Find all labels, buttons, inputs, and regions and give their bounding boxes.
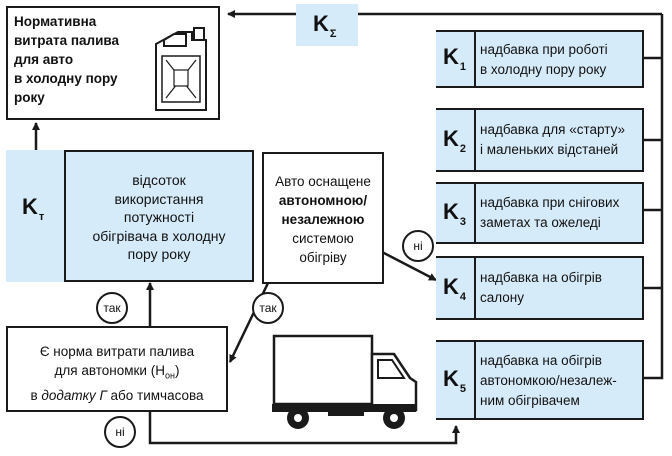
yes-mid-circle: так [252, 292, 284, 324]
fuel-canister-icon [155, 27, 207, 111]
norm-line-5: року [14, 90, 45, 105]
k1-line-1: надбавка при роботі [480, 42, 608, 57]
auto-line-3: незалежною [281, 212, 365, 227]
auto-heater-decision-box: Авто оснащене автономною/ незалежною сис… [262, 152, 384, 284]
yes-left-circle: так [96, 292, 128, 324]
k5-label: K5 [443, 366, 467, 395]
no-right-circle: ні [402, 230, 434, 262]
norm-autonomous-text: Є норма витрати палива для автономки (Но… [8, 342, 226, 405]
k4-label: K4 [443, 274, 467, 303]
k4-line-1: надбавка на обігрів [480, 270, 602, 285]
norm-line-1: Нормативна [14, 14, 97, 29]
k5-text: надбавка на обігрів автономкою/незалеж- … [480, 351, 617, 411]
norm-fuel-box: Нормативна витрата палива для авто в хол… [6, 6, 220, 120]
k2-label: K2 [443, 126, 467, 155]
k3-line-1: надбавка при снігових [480, 195, 620, 210]
k5-box: K5 надбавка на обігрів автономкою/незале… [436, 340, 644, 420]
norma-line-3-post: або тимчасова [106, 387, 204, 403]
auto-heater-text: Авто оснащене автономною/ незалежною сис… [264, 172, 382, 267]
k-sum-badge: KΣ [296, 4, 358, 46]
k3-box: K3 надбавка при снігових заметах та ожел… [436, 182, 644, 244]
norma-line-2-post: ) [174, 363, 180, 378]
k5-line-3: ним обігрівачем [480, 393, 580, 408]
k1-line-2: в холодну пору року [480, 62, 607, 77]
k1-box: K1 надбавка при роботі в холодну пору ро… [436, 30, 644, 88]
norm-fuel-text: Нормативна витрата палива для авто в хол… [14, 12, 119, 107]
norma-line-1: Є норма витрати палива [39, 344, 195, 359]
heater-usage-percent-box: відсоток використання потужності обігрів… [64, 150, 254, 282]
norma-line-3-pre: в [30, 387, 42, 403]
kt-label: Kт [22, 194, 45, 223]
norma-line-2-pre: для автономки (Н [54, 363, 165, 378]
k1-label: K1 [443, 44, 467, 73]
k3-label: K3 [443, 199, 467, 228]
yes-left-label: так [103, 301, 121, 315]
k2-text: надбавка для «старту» і маленьких відста… [480, 120, 625, 160]
norma-line-3-italic: додатку Г [41, 387, 107, 403]
percent-line-4: обігрівача в холодну [92, 227, 226, 244]
k5-line-1: надбавка на обігрів [480, 353, 602, 368]
k-sum-label: KΣ [313, 11, 337, 40]
k2-line-1: надбавка для «старту» [480, 122, 625, 137]
k5-line-2: автономкою/незалеж- [480, 373, 617, 388]
heater-usage-text: відсоток використання потужності обігрів… [66, 171, 252, 264]
norm-autonomous-box: Є норма витрати палива для автономки (Но… [6, 326, 228, 412]
percent-line-1: відсоток [132, 172, 186, 188]
k3-text: надбавка при снігових заметах та ожеледі [480, 193, 619, 233]
auto-line-5: обігріву [299, 250, 347, 265]
yes-mid-label: так [259, 301, 277, 315]
auto-line-2: автономною/ [278, 193, 368, 208]
norm-line-2: витрата палива [14, 33, 120, 48]
k1-text: надбавка при роботі в холодну пору року [480, 40, 608, 80]
no-right-label: ні [413, 239, 423, 253]
k2-line-2: і маленьких відстаней [480, 142, 619, 157]
norm-line-3: для авто [14, 52, 74, 67]
percent-line-2: використання [114, 190, 204, 207]
norma-line-2-sub: он [164, 370, 175, 381]
k3-line-2: заметах та ожеледі [480, 215, 601, 230]
k-bus-line [643, 14, 664, 380]
no-bottom-label: ні [115, 425, 125, 439]
no-bottom-circle: ні [104, 416, 136, 448]
k4-text: надбавка на обігрів салону [480, 268, 602, 308]
k4-box: K4 надбавка на обігрів салону [436, 256, 644, 320]
percent-line-5: пору року [127, 246, 191, 262]
norm-line-4: в холодну пору [14, 71, 118, 86]
truck-icon [272, 334, 418, 429]
k4-line-2: салону [480, 290, 525, 305]
kt-column: Kт [6, 150, 64, 282]
norma-line-2: для автономки (Нон) [8, 361, 226, 386]
auto-line-1: Авто оснащене [275, 174, 371, 189]
k2-box: K2 надбавка для «старту» і маленьких від… [436, 108, 644, 172]
norma-line-3: в додатку Г або тимчасова [8, 386, 226, 405]
percent-line-3: потужності [123, 209, 195, 225]
auto-line-4: системою [292, 231, 354, 246]
